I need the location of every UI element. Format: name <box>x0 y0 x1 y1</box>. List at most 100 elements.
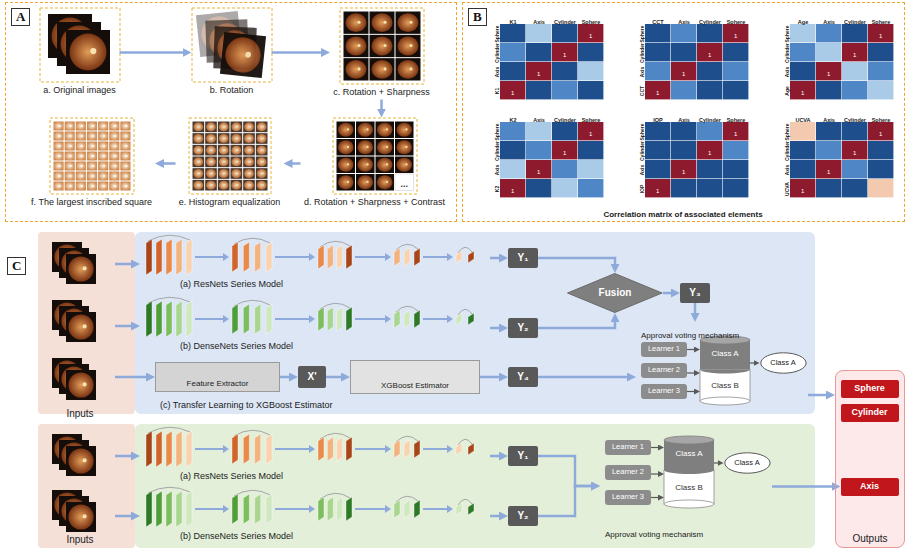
fundus-crop <box>120 152 130 161</box>
layer-slab <box>414 440 420 458</box>
class-cylinder <box>664 436 714 508</box>
layer-slab <box>266 434 272 464</box>
label-slot: Axis <box>485 164 503 175</box>
axis-label: CCT <box>652 19 663 25</box>
cylinder-body <box>700 370 750 402</box>
fundus-photo <box>109 182 119 191</box>
flow-arrowhead <box>447 445 453 453</box>
optic-disc <box>125 135 127 137</box>
heatmap-cell <box>552 141 577 159</box>
flow-arrowhead <box>447 315 453 323</box>
learner-box: Learner 1 <box>605 440 651 455</box>
flow-arrow <box>115 325 136 328</box>
heatmap-cell <box>671 24 696 42</box>
layer-slab <box>146 431 152 467</box>
optic-disc <box>81 165 83 167</box>
fundus-crop <box>98 172 108 181</box>
heatmap-cell <box>671 179 696 197</box>
heatmap-cell <box>526 122 551 140</box>
label-slot: CCT <box>652 10 663 28</box>
text-slot: Learner 1 <box>605 440 651 455</box>
fundus-disc <box>396 140 412 154</box>
node-label: Inputs <box>66 534 93 546</box>
layer-slab <box>255 242 261 272</box>
cylinder-top <box>664 436 714 444</box>
fundus-ground <box>218 133 230 144</box>
optic-disc <box>92 135 94 137</box>
optic-disc <box>237 138 238 139</box>
fundus-disc <box>372 13 393 32</box>
layer-slab <box>166 239 172 275</box>
fundus-crop <box>98 162 108 171</box>
label-slot: Cylinder <box>775 140 793 160</box>
optic-disc <box>212 126 213 127</box>
fundus-crop <box>54 152 64 161</box>
axis-label: Cylinder <box>640 140 646 160</box>
heatmap-cell <box>790 81 815 99</box>
heatmap-cell <box>500 179 525 197</box>
fundus-crop <box>109 152 119 161</box>
flow-arrow <box>772 485 836 488</box>
fundus-photo <box>109 142 119 151</box>
band-upper <box>135 232 815 414</box>
axis-label: Cylinder <box>699 19 721 25</box>
fundus-photo <box>120 132 130 141</box>
layer-slab <box>166 491 172 527</box>
fundus-photo <box>395 157 414 174</box>
fundus-ground <box>193 122 205 133</box>
node-label: Cylinder <box>851 407 887 417</box>
heatmap-cell <box>723 43 748 61</box>
heatmap-cell <box>790 24 815 42</box>
heatmap-cell <box>645 160 670 178</box>
optic-disc <box>114 165 116 167</box>
fundus-photo <box>376 157 395 174</box>
optic-disc <box>237 126 238 127</box>
label-slot: Axis <box>485 66 503 77</box>
text-slot: c. Rotation + Sharpness <box>330 81 433 99</box>
learner-box: Learner 3 <box>605 490 651 505</box>
optic-disc <box>70 125 72 127</box>
skip-arc <box>148 297 190 303</box>
label-slot: Axis <box>533 108 545 126</box>
ellipsis-mark: ... <box>400 180 408 190</box>
fundus-photo <box>231 180 243 191</box>
fundus-photo <box>256 145 268 156</box>
layer-slab <box>468 313 474 325</box>
optic-disc <box>125 155 127 157</box>
layer-slab <box>146 239 152 275</box>
fundus-photo <box>54 132 64 141</box>
cell-value: 1 <box>656 188 659 195</box>
fundus-ground <box>193 133 205 144</box>
fundus-disc <box>206 122 216 131</box>
fundus-photo <box>109 132 119 141</box>
heatmap-cell <box>697 62 722 80</box>
fundus-disc <box>193 181 203 190</box>
flow-arrowhead <box>385 445 391 453</box>
heatmap-cell <box>671 160 696 178</box>
flow-arrowhead <box>223 315 229 323</box>
fundus-photo <box>205 145 217 156</box>
layer-slab <box>186 431 192 467</box>
class-segment: Class A <box>664 440 714 468</box>
dashed-frame <box>40 8 120 82</box>
layer-slab <box>456 443 462 455</box>
node-label: Y₂ <box>517 510 528 522</box>
fundus-photo <box>218 145 230 156</box>
fundus-ground <box>66 446 96 476</box>
heatmap-cell <box>697 160 722 178</box>
axis-label: Sphere <box>582 19 601 25</box>
node-label: Learner 3 <box>648 387 680 396</box>
fundus-disc <box>346 13 367 32</box>
ellipse-shape <box>724 453 769 473</box>
text-slot: e. Histogram equalization <box>176 191 284 209</box>
optic-disc <box>70 135 72 137</box>
output-ground <box>835 370 905 548</box>
input-images <box>52 300 96 342</box>
heatmap-cell <box>500 160 525 178</box>
label-slot: Cylinder <box>699 108 721 126</box>
optic-disc <box>103 135 105 137</box>
dashed-frame <box>189 118 271 194</box>
axis-label: Cylinder <box>640 42 646 62</box>
layer-slab <box>186 491 192 527</box>
flow-arrow <box>275 318 310 320</box>
